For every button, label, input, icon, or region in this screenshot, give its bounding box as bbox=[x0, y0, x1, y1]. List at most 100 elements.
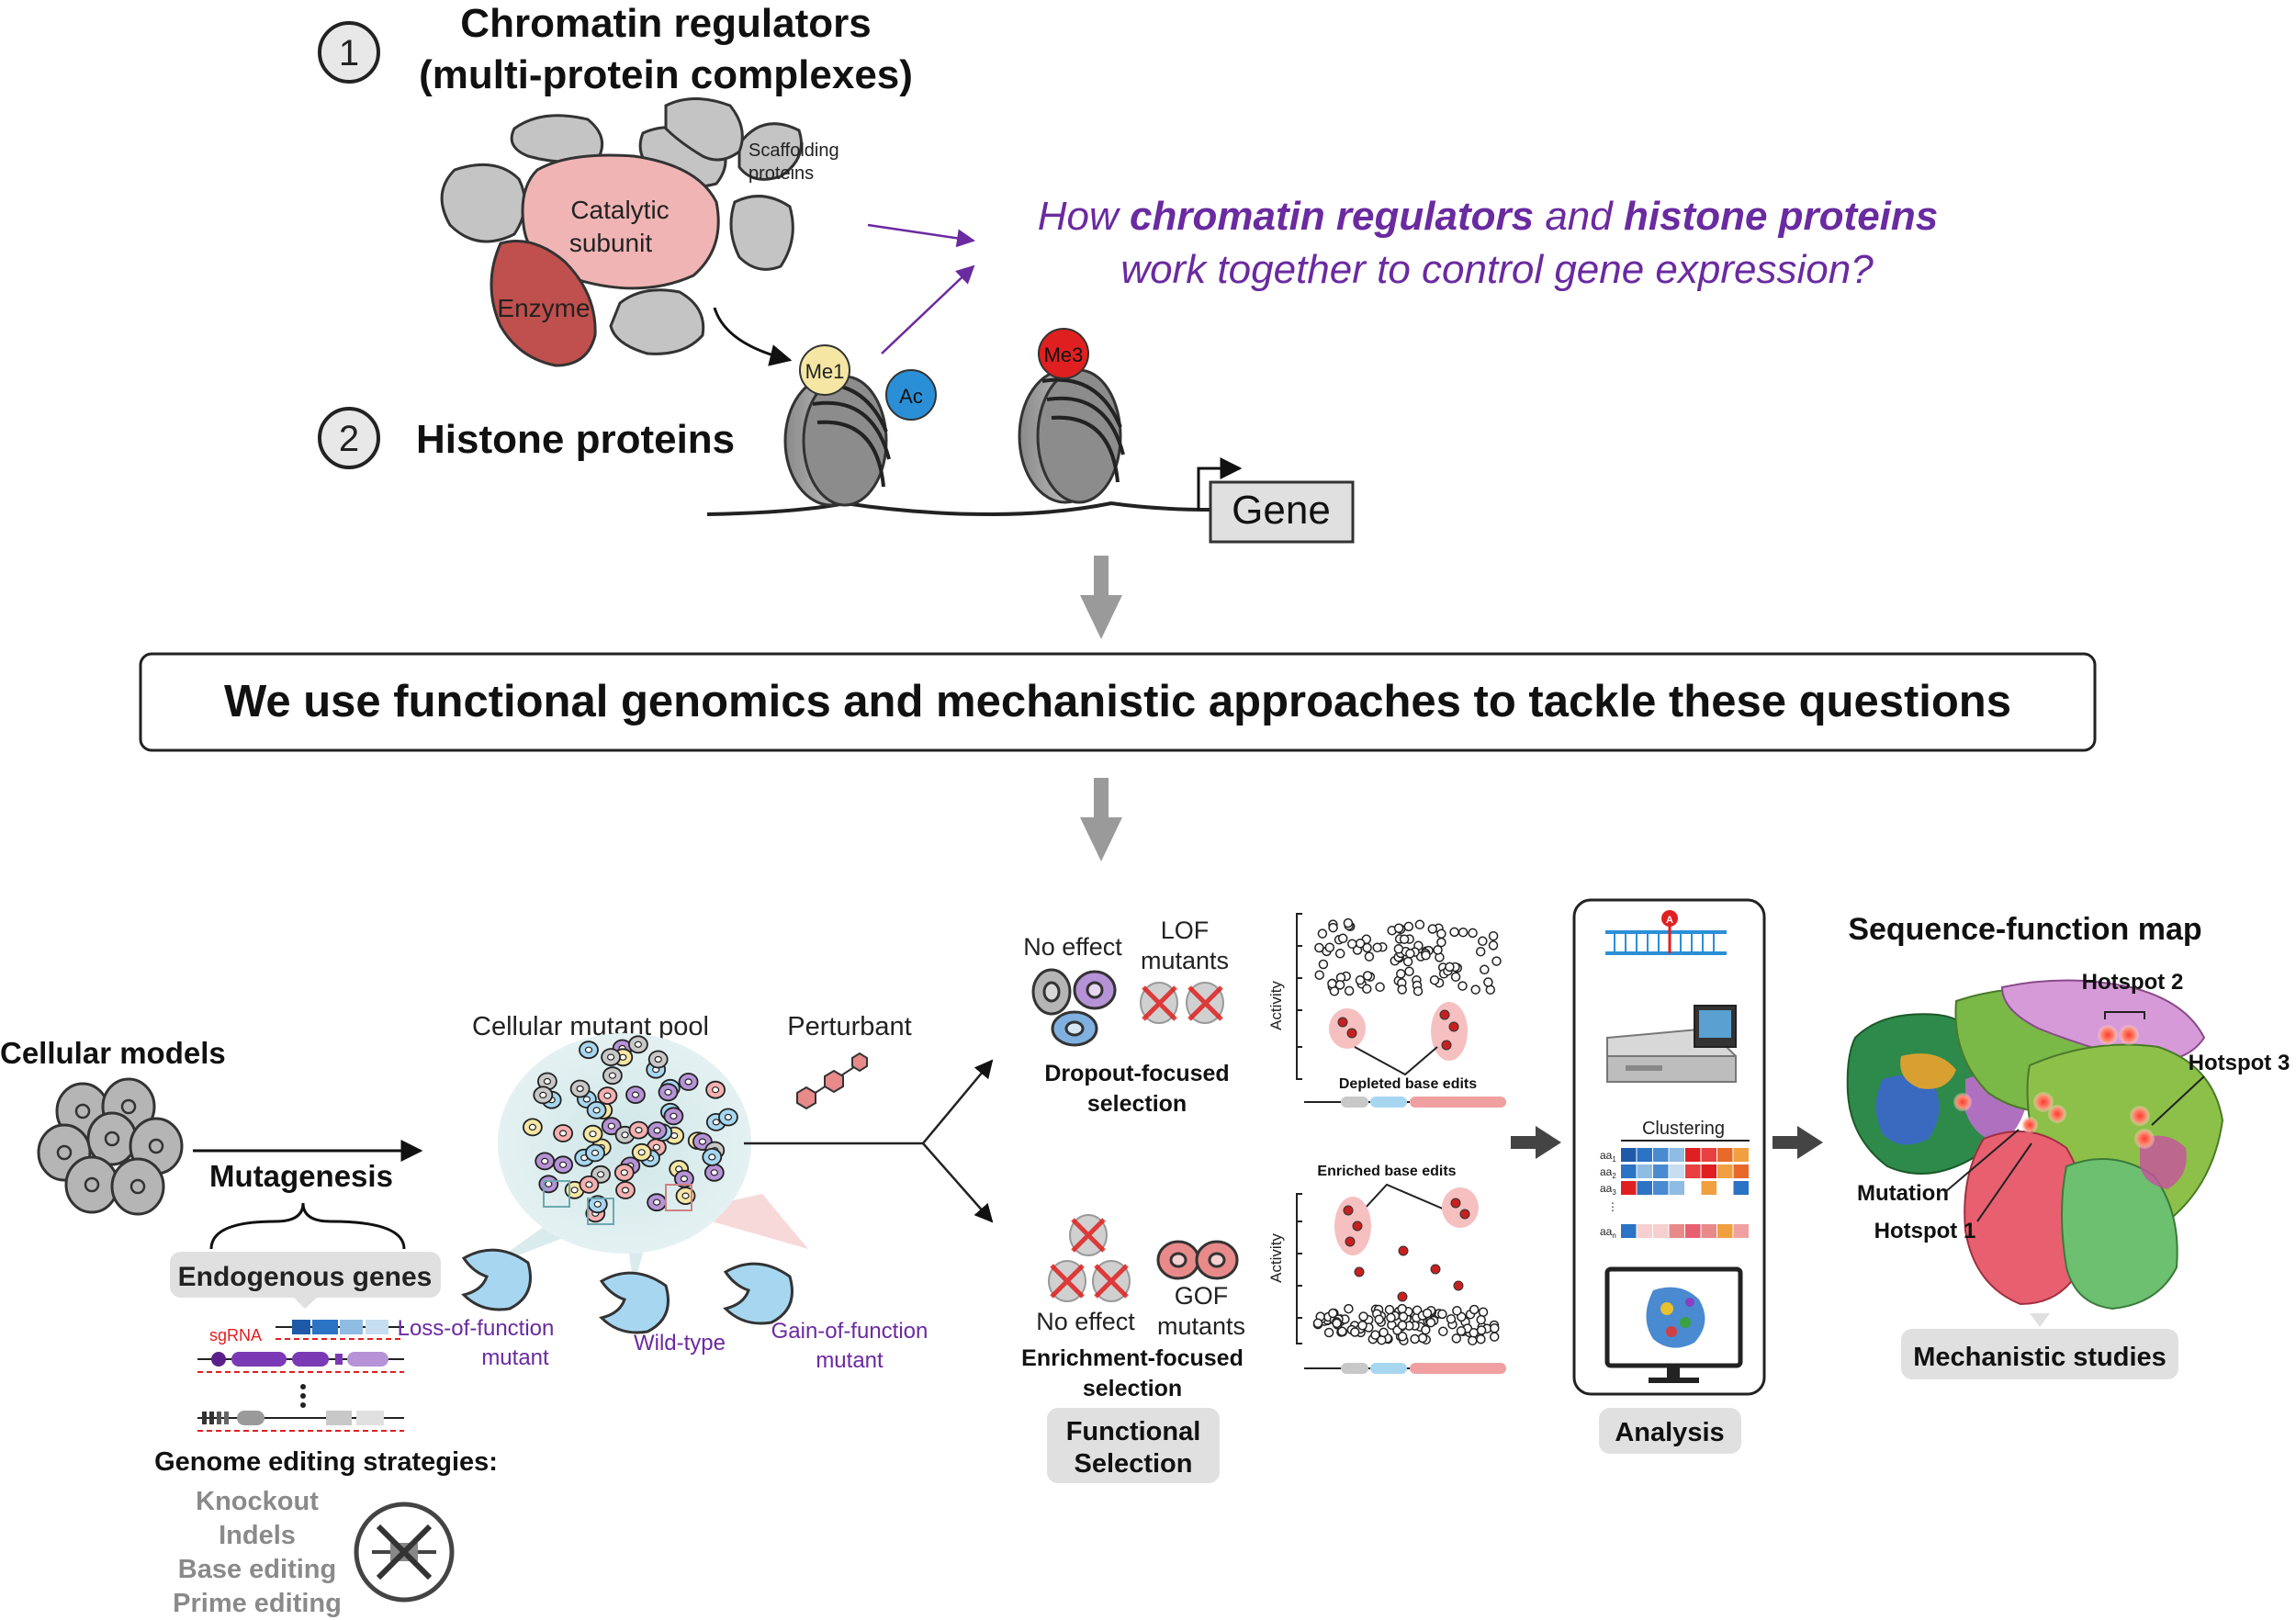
wild-type-label: Wild-type bbox=[634, 1331, 726, 1356]
functional-line1: Functional bbox=[1066, 1417, 1201, 1446]
scatter-point bbox=[1364, 951, 1375, 962]
scatter-point bbox=[1488, 930, 1499, 941]
pool-cell-nucleus bbox=[589, 1131, 597, 1138]
chromatin-regulator-complex bbox=[440, 97, 803, 367]
svg-text:⋮: ⋮ bbox=[1607, 1200, 1618, 1213]
scatter-point bbox=[1404, 966, 1414, 976]
heatmap-cell bbox=[1701, 1181, 1716, 1195]
pool-cell-nucleus bbox=[684, 1078, 692, 1086]
hotspot-markers bbox=[1953, 1025, 2155, 1149]
sgrna-label: sgRNA bbox=[209, 1326, 262, 1344]
heatmap-row-2-sub: 2 bbox=[1612, 1172, 1616, 1180]
pool-cell-nucleus bbox=[582, 1096, 591, 1103]
hotspot3-label: Hotspot 3 bbox=[2189, 1051, 2290, 1075]
pool-cell-nucleus bbox=[710, 1169, 718, 1176]
heatmap-cell bbox=[1733, 1148, 1749, 1162]
mutation-label: Mutation bbox=[1857, 1181, 1949, 1206]
pool-cell-nucleus bbox=[608, 1072, 617, 1079]
pool-cell-nucleus bbox=[576, 1085, 584, 1093]
pool-cell-nucleus bbox=[708, 1153, 716, 1161]
scatter-point bbox=[1438, 1326, 1448, 1337]
gof-protein-icon bbox=[723, 1262, 793, 1325]
heatmap-cell bbox=[1621, 1224, 1637, 1238]
monitor-icon bbox=[1604, 1266, 1743, 1383]
heatmap-cell bbox=[1653, 1224, 1669, 1238]
scatter-point bbox=[1397, 1320, 1408, 1331]
scatter-point bbox=[1324, 942, 1335, 952]
lof-mutants-line2: mutants bbox=[1141, 947, 1229, 974]
scatter-point bbox=[1397, 1303, 1407, 1314]
scatter-point bbox=[1343, 917, 1354, 928]
scatter-point bbox=[1449, 927, 1459, 938]
heatmap-cell bbox=[1733, 1181, 1749, 1195]
tss-arrow bbox=[1197, 457, 1243, 510]
scatter-point bbox=[1436, 937, 1446, 948]
endogenous-genes-label: Endogenous genes bbox=[178, 1262, 433, 1292]
pool-cell-nucleus bbox=[634, 1041, 643, 1048]
pool-cell-nucleus bbox=[528, 1123, 537, 1131]
lof-protein-icon bbox=[461, 1248, 532, 1311]
scatter-point bbox=[1314, 970, 1324, 980]
pool-cell-nucleus bbox=[652, 1143, 661, 1151]
heatmap-row-label-3: aa3 bbox=[1600, 1182, 1616, 1197]
pool-cell-nucleus bbox=[635, 1126, 643, 1134]
gene-tracks: sgRNA bbox=[197, 1320, 404, 1432]
question-line2: work together to control gene expression… bbox=[1120, 247, 1874, 292]
gene-label: Gene bbox=[1232, 488, 1331, 533]
enrichment-dots bbox=[1312, 1303, 1500, 1346]
gof-cells bbox=[1156, 1240, 1239, 1280]
mutant-pool-label: Cellular mutant pool bbox=[472, 1012, 709, 1041]
scatter-point bbox=[1372, 942, 1382, 953]
scatter-point bbox=[1468, 928, 1478, 939]
heatmap-row-n-sub: n bbox=[1612, 1232, 1615, 1240]
pool-cell-nucleus bbox=[681, 1192, 690, 1199]
scaffolding-label-line2: proteins bbox=[748, 163, 814, 184]
analysis-box: Analysis bbox=[1599, 1408, 1741, 1454]
mutagenesis-brace bbox=[209, 1202, 406, 1250]
scatter-point bbox=[1358, 1311, 1368, 1322]
catalytic-label-line2: subunit bbox=[569, 229, 653, 257]
heatmap-cell bbox=[1637, 1224, 1652, 1238]
strategy-knockout: Knockout bbox=[196, 1487, 319, 1516]
scatter-point bbox=[1476, 1325, 1487, 1335]
editing-icon bbox=[354, 1502, 455, 1603]
scatter-point bbox=[1393, 944, 1404, 954]
scatter-point bbox=[1402, 956, 1413, 967]
heatmap-row-label-2: aa2 bbox=[1600, 1165, 1616, 1180]
lof-mutants-line1: LOF bbox=[1161, 917, 1210, 944]
scatter-point bbox=[1317, 928, 1328, 939]
pool-cell-nucleus bbox=[652, 1198, 661, 1206]
step2-number: 2 bbox=[339, 419, 359, 459]
scatter-point bbox=[1362, 971, 1373, 981]
scatter-point bbox=[1337, 933, 1348, 944]
scatter-point bbox=[1312, 1318, 1323, 1329]
question-line1: How chromatin regulators and histone pro… bbox=[1038, 194, 1938, 239]
heatmap-cell bbox=[1621, 1164, 1637, 1178]
pool-cell-nucleus bbox=[664, 1088, 672, 1096]
step1-badge: 1 bbox=[318, 21, 380, 84]
scatter-point bbox=[1437, 1309, 1447, 1320]
scatter-point bbox=[1410, 1333, 1420, 1344]
pool-cell-nucleus bbox=[558, 1130, 568, 1137]
scatter-point bbox=[1450, 972, 1461, 982]
pool-cell-nucleus bbox=[591, 1149, 600, 1157]
down-arrow-1 bbox=[1080, 556, 1122, 639]
enrichment-line2: selection bbox=[1083, 1376, 1182, 1401]
heatmap-cell bbox=[1717, 1181, 1733, 1195]
no-effect-bottom-label: No effect bbox=[1036, 1308, 1135, 1335]
pool-cell-nucleus bbox=[570, 1187, 579, 1194]
scatter-point bbox=[1458, 927, 1469, 938]
functional-selection-box: Functional Selection bbox=[1047, 1408, 1220, 1483]
scatter-point bbox=[1337, 1326, 1347, 1337]
lof-mutant-line2: mutant bbox=[481, 1345, 549, 1370]
question-text-1: How bbox=[1038, 194, 1130, 239]
scatter-point bbox=[1458, 981, 1468, 991]
heatmap-row-labels: aa1 aa2 aa3 ⋮ aan bbox=[1600, 1149, 1618, 1240]
scatter-point bbox=[1397, 1332, 1408, 1342]
heatmap-cell bbox=[1653, 1164, 1669, 1178]
heatmap-cell bbox=[1669, 1181, 1684, 1195]
scatter-point bbox=[1355, 975, 1366, 985]
map-title: Sequence-function map bbox=[1848, 912, 2201, 947]
